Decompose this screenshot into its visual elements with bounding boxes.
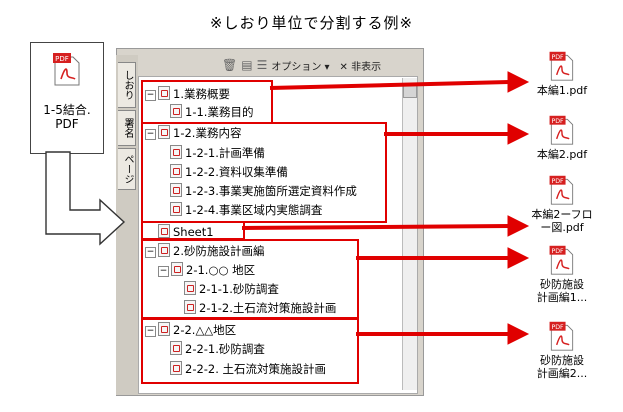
output-file-label: 本編1.pdf — [536, 84, 588, 97]
svg-text:PDF: PDF — [55, 55, 69, 63]
bookmark-tree — [138, 76, 418, 394]
svg-text:PDF: PDF — [551, 118, 564, 125]
bookmark-item[interactable]: 1-2-4.事業区域内実態調査 — [170, 202, 322, 217]
pdf-file-icon: PDF — [549, 115, 574, 145]
bookmark-item[interactable]: −1-2.業務内容 — [145, 125, 242, 140]
split-arrow-1 — [269, 80, 511, 90]
pdf-file-icon: PDF — [53, 53, 80, 86]
output-file-label: 本編2ーフロー図.pdf — [531, 208, 593, 234]
tab-signatures[interactable]: 署名 — [118, 110, 136, 146]
output-file-label: 砂防施設計画編2... — [536, 354, 588, 380]
delete-icon[interactable]: 🗑 — [222, 58, 238, 72]
source-file-label: 1-5結合. PDF — [43, 103, 91, 131]
bookmark-item[interactable]: 2-1-2.土石流対策施設計画 — [184, 300, 336, 315]
bookmark-item[interactable]: 2-2-2. 土石流対策施設計画 — [170, 361, 326, 376]
bookmark-item[interactable]: 2-1-1.砂防調査 — [184, 281, 279, 296]
expand-icon[interactable]: ☰ — [256, 58, 268, 72]
bookmark-item[interactable]: Sheet1 — [158, 224, 214, 239]
svg-text:PDF: PDF — [551, 248, 564, 255]
bookmark-item[interactable]: 1-2-3.事業実施箇所選定資料作成 — [170, 183, 357, 198]
tab-bookmarks[interactable]: しおり — [118, 62, 136, 108]
bookmark-item[interactable]: −2-1.○○ 地区 — [158, 262, 256, 277]
split-arrow-1-head — [507, 71, 530, 93]
pdf-file-icon: PDF — [549, 51, 574, 81]
tab-pages[interactable]: ページ — [118, 148, 136, 190]
split-arrow-5-head — [507, 323, 530, 345]
bookmark-item[interactable]: 2-2-1.砂防調査 — [170, 341, 265, 356]
bookmark-item[interactable]: 1-2-1.計画準備 — [170, 145, 265, 160]
split-arrow-4-head — [507, 247, 530, 269]
split-group-5-box — [141, 318, 359, 384]
split-arrow-2-head — [507, 123, 530, 145]
svg-text:PDF: PDF — [551, 178, 564, 185]
hide-button[interactable]: ✕ 非表示 — [339, 61, 382, 73]
output-file-label: 砂防施設計画編1... — [536, 278, 588, 304]
svg-text:PDF: PDF — [551, 324, 564, 331]
source-to-panel-arrow — [45, 151, 126, 246]
pdf-file-icon: PDF — [549, 321, 574, 351]
split-arrow-3-head — [507, 215, 530, 237]
diagram-title: ※しおり単位で分割する例※ — [209, 14, 414, 32]
bookmark-toolbar: 🗑 ▤ ☰ オプション ▾ ✕ 非表示 — [222, 56, 381, 74]
source-file: PDF 1-5結合. PDF — [30, 42, 104, 154]
scrollbar[interactable] — [402, 78, 417, 390]
split-group-2-box — [141, 122, 387, 223]
pdf-file-icon: PDF — [549, 175, 574, 205]
pdf-file-icon: PDF — [549, 245, 574, 275]
new-bookmark-icon[interactable]: ▤ — [241, 58, 253, 72]
split-arrow-3 — [241, 224, 511, 230]
bookmark-item[interactable]: −2.砂防施設計画編 — [145, 243, 265, 258]
svg-text:PDF: PDF — [551, 54, 564, 61]
options-menu[interactable]: オプション ▾ — [271, 61, 330, 73]
bookmark-item[interactable]: 1-1.業務目的 — [170, 104, 253, 119]
bookmark-item[interactable]: 1-2-2.資料収集準備 — [170, 164, 288, 179]
bookmark-item[interactable]: −1.業務概要 — [145, 86, 230, 101]
bookmark-item[interactable]: −2-2.△△地区 — [145, 322, 237, 337]
output-file-label: 本編2.pdf — [536, 148, 588, 161]
